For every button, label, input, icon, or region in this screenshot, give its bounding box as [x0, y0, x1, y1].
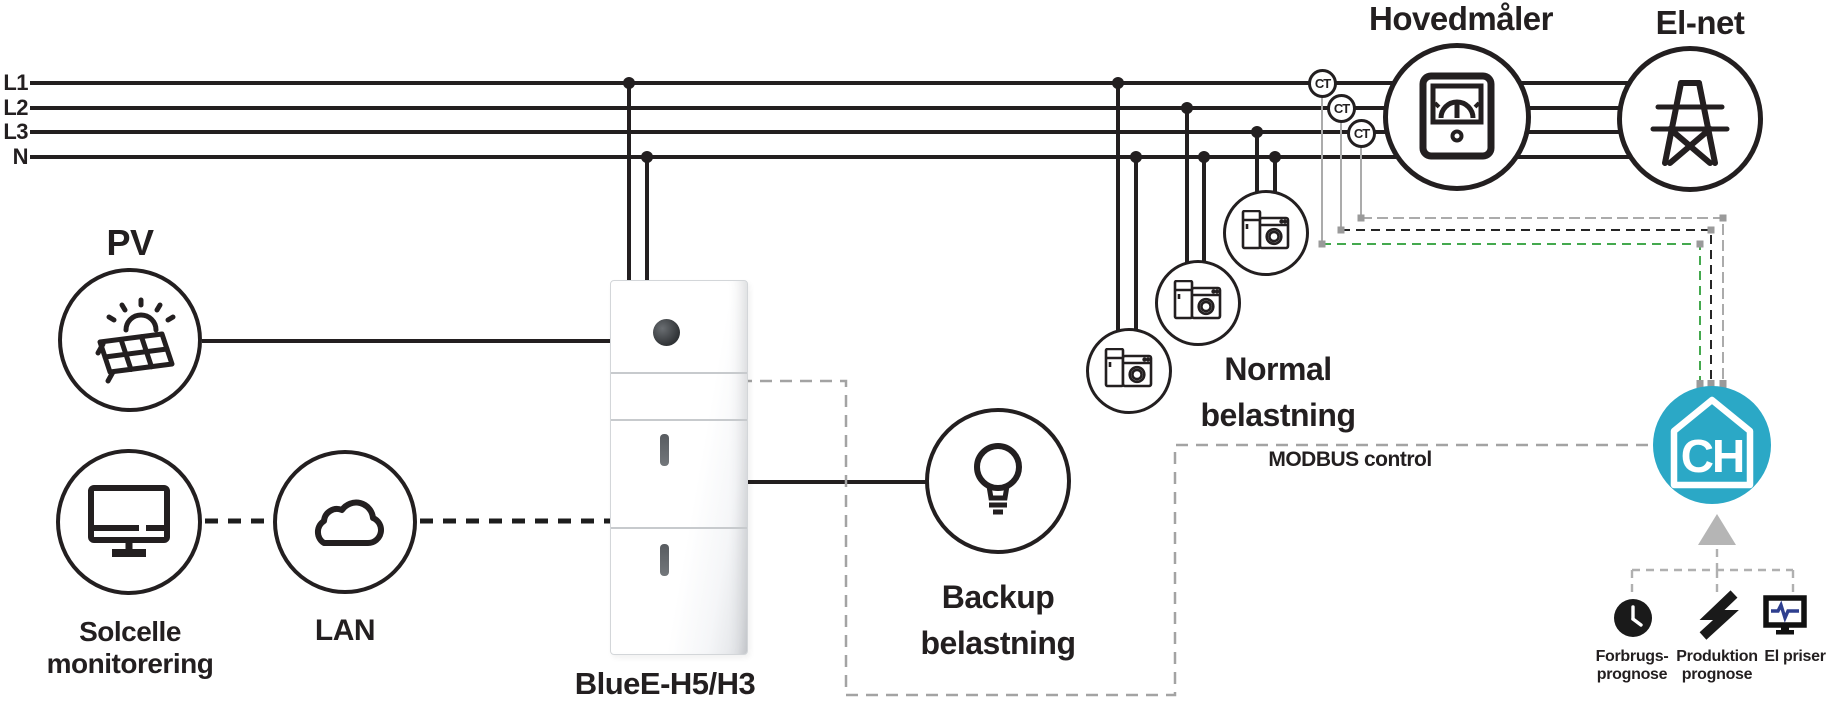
wire-connector-squares — [1318, 214, 1727, 388]
normal-load-label: Normal belastning — [1200, 351, 1356, 433]
el-prices-icon — [1763, 595, 1807, 637]
lan-node — [273, 450, 417, 594]
appliances-icon — [1104, 348, 1153, 388]
spacer-section — [611, 374, 747, 421]
appliances-icon — [1173, 280, 1222, 320]
main-meter-label: Hovedmåler — [1369, 0, 1553, 37]
inverter-display — [653, 319, 680, 346]
ct-sensor-1: CT — [1308, 69, 1337, 98]
inverter-unit — [610, 280, 748, 655]
appliance-node-1 — [1086, 328, 1172, 414]
bus-label-n: N — [12, 144, 29, 169]
appliance-node-2 — [1155, 260, 1241, 346]
svg-text:CH: CH — [1681, 430, 1743, 482]
meter-icon — [1419, 72, 1495, 160]
bus-label-l3: L3 — [3, 119, 28, 144]
bus-label-l1: L1 — [3, 70, 28, 95]
backup-load-label: Backup belastning — [920, 579, 1076, 661]
pylon-icon — [1650, 80, 1730, 166]
backup-load-node — [925, 408, 1071, 554]
solar-panel-icon — [95, 297, 176, 384]
lan-label: LAN — [314, 614, 376, 647]
production-forecast-label: Produktion prognose — [1676, 648, 1758, 683]
grid-label: El-net — [1655, 4, 1745, 41]
main-meter-node — [1383, 43, 1531, 191]
inverter-label: BlueE-H5/H3 — [574, 666, 756, 701]
grid-node — [1617, 46, 1763, 192]
ct-sensor-2: CT — [1327, 94, 1356, 123]
controller-node: CH — [1653, 386, 1771, 504]
modbus-label: MODBUS control — [1268, 448, 1432, 471]
tap-lines — [627, 83, 1277, 345]
bus-label-l2: L2 — [3, 95, 28, 120]
inverter-section — [611, 281, 747, 374]
cloud-icon — [315, 499, 384, 546]
monitoring-node — [56, 449, 202, 595]
forecast-dashed-links — [1630, 549, 1795, 598]
bulb-icon — [974, 443, 1022, 515]
consumption-forecast-label: Forbrugs- prognose — [1595, 648, 1669, 683]
appliance-node-3 — [1223, 190, 1309, 276]
battery-handle-2 — [660, 544, 669, 576]
el-prices-label: El priser — [1764, 648, 1826, 665]
up-arrow — [1698, 514, 1736, 545]
appliances-icon — [1241, 210, 1290, 250]
monitoring-label: Solcelle monitorering — [46, 616, 214, 679]
battery-section-1 — [611, 421, 747, 529]
production-forecast-icon — [1695, 590, 1741, 640]
ch-home-logo: CH — [1670, 396, 1754, 489]
solid-connections — [202, 339, 928, 484]
junction-dots — [623, 77, 1281, 163]
ct-sensor-3: CT — [1347, 119, 1376, 148]
monitor-icon — [88, 485, 170, 557]
pv-node — [58, 268, 202, 412]
battery-handle-1 — [660, 434, 669, 466]
pv-label: PV — [106, 222, 154, 263]
consumption-forecast-icon — [1613, 598, 1653, 638]
modbus-dashed-route — [740, 379, 1653, 697]
